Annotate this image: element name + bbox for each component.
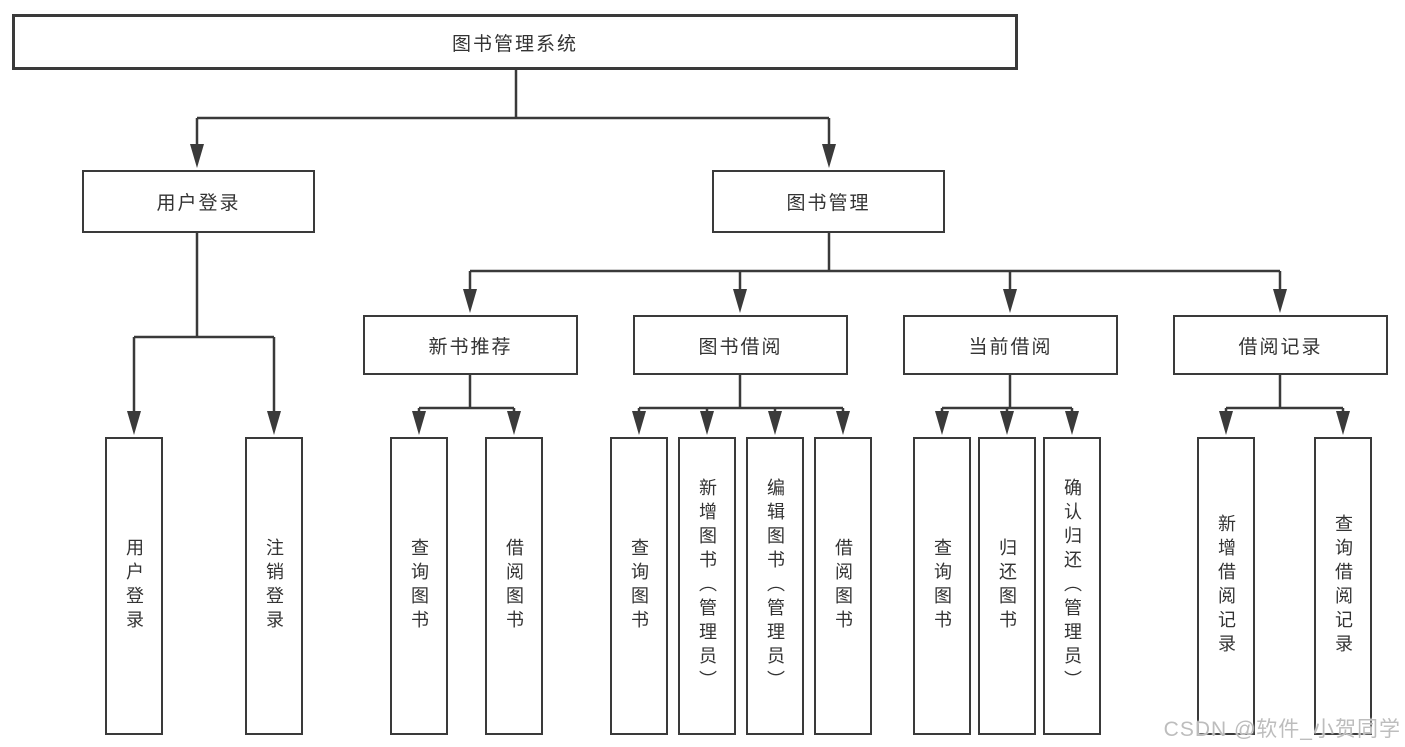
node-borrowing-records: 借阅记录: [1173, 315, 1388, 375]
leaf-query-books-recommend: 查询图书: [390, 437, 448, 735]
leaf-confirm-return-admin: 确认归还（管理员）: [1043, 437, 1101, 735]
node-current-borrowing: 当前借阅: [903, 315, 1118, 375]
leaf-borrow-books-recommend: 借阅图书: [485, 437, 543, 735]
node-user-login: 用户登录: [82, 170, 315, 233]
leaf-query-books-borrow: 查询图书: [610, 437, 668, 735]
leaf-user-login: 用户登录: [105, 437, 163, 735]
leaf-add-borrow-record: 新增借阅记录: [1197, 437, 1255, 735]
csdn-watermark: CSDN @软件_小贺同学: [1163, 718, 1401, 741]
leaf-borrow-books: 借阅图书: [814, 437, 872, 735]
leaf-query-borrow-record: 查询借阅记录: [1314, 437, 1372, 735]
leaf-logout: 注销登录: [245, 437, 303, 735]
leaf-query-books-current: 查询图书: [913, 437, 971, 735]
leaf-return-books: 归还图书: [978, 437, 1036, 735]
node-book-borrowing: 图书借阅: [633, 315, 848, 375]
node-new-book-recommend: 新书推荐: [363, 315, 578, 375]
leaf-add-books-admin: 新增图书（管理员）: [678, 437, 736, 735]
node-book-management: 图书管理: [712, 170, 945, 233]
leaf-edit-books-admin: 编辑图书（管理员）: [746, 437, 804, 735]
node-root-system: 图书管理系统: [12, 14, 1018, 70]
